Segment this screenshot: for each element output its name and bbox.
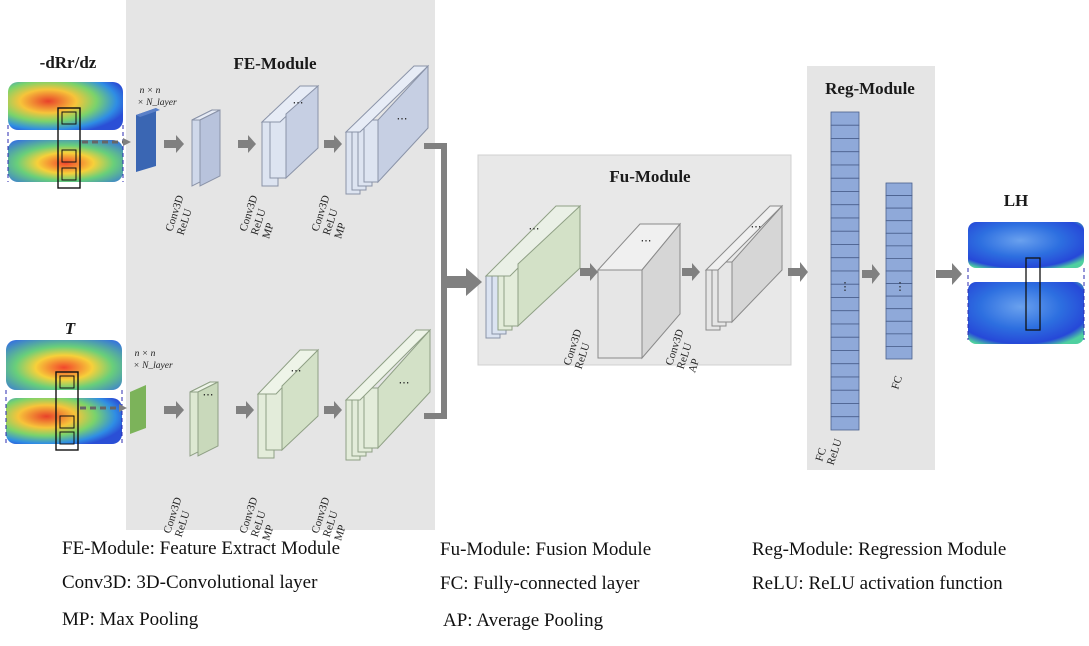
fc-neuron-cell: [885, 220, 913, 234]
svg-text:MP: MP: [260, 524, 276, 543]
svg-text:FC: FC: [813, 446, 829, 463]
svg-text:⋯: ⋯: [293, 97, 304, 109]
reg-fc1-vdots: ⋮: [840, 281, 851, 293]
fc-neuron-cell: [830, 124, 860, 139]
layer-note-bottom-1: n × n: [135, 349, 156, 359]
output-arrow: [936, 263, 962, 285]
fc-neuron-cell: [885, 295, 913, 310]
input-heatmap-t: [5, 340, 123, 451]
output-label-lh: LH: [1004, 191, 1029, 210]
fc-neuron-cell: [830, 217, 860, 232]
legend-fc: FC: Fully-connected layer: [440, 573, 640, 594]
svg-text:⋯: ⋯: [641, 235, 652, 247]
svg-text:⋯: ⋯: [203, 389, 214, 401]
fc-neuron-cell: [885, 258, 913, 272]
legend-mp: MP: Max Pooling: [62, 609, 199, 630]
fc-neuron-cell: [830, 323, 860, 338]
fc-neuron-cell: [830, 111, 860, 126]
svg-text:⋯: ⋯: [399, 377, 410, 389]
fe-feature-map-1-bottom: ⋯: [189, 381, 219, 457]
svg-text:⋯: ⋯: [291, 365, 302, 377]
fc-neuron-cell: [885, 333, 913, 347]
legend-relu: ReLU: ReLU activation function: [752, 573, 1003, 594]
fc-neuron-cell: [830, 336, 860, 351]
fe-arrows: [164, 135, 342, 419]
merge-arrow: [444, 268, 482, 296]
fc-neuron-cell: [830, 297, 860, 312]
reg-module-panel: [807, 66, 935, 470]
fc-neuron-cell: [830, 230, 860, 245]
fc-neuron-cell: [830, 244, 860, 259]
fc-neuron-cell: [830, 416, 860, 431]
fu-module-title: Fu-Module: [609, 167, 691, 186]
legend-fu-module: Fu-Module: Fusion Module: [440, 539, 651, 560]
fc-neuron-cell: [830, 363, 860, 378]
svg-text:MP: MP: [332, 524, 348, 543]
fc-neuron-cell: [830, 138, 860, 153]
input-label-t: T: [65, 319, 76, 338]
fc-neuron-cell: [830, 403, 860, 418]
fc-neuron-cell: [830, 151, 860, 166]
svg-text:MP: MP: [260, 222, 276, 241]
fe-feature-map-2-top: ⋯: [260, 84, 320, 187]
fc-neuron-cell: [885, 232, 913, 247]
fc-neuron-cell: [885, 320, 913, 335]
fc-neuron-cell: [830, 376, 860, 391]
output-heatmap-lh: [967, 222, 1085, 344]
fu-arrows: [580, 262, 808, 282]
reg-module-title: Reg-Module: [825, 79, 915, 98]
svg-text:AP: AP: [686, 357, 702, 374]
fc-neuron-cell: [830, 310, 860, 325]
svg-text:⋯: ⋯: [751, 221, 762, 233]
fe-feature-map-2-bottom: ⋯: [256, 348, 320, 459]
fe-module-title: FE-Module: [233, 54, 317, 73]
layer-note-top-1: n × n: [140, 86, 161, 96]
input-tensor-top: [136, 108, 160, 172]
legend-reg-module: Reg-Module: Regression Module: [752, 539, 1006, 560]
legend-fe-module: FE-Module: Feature Extract Module: [62, 538, 340, 559]
fc-neuron-cell: [830, 191, 860, 206]
legend-ap: AP: Average Pooling: [443, 610, 604, 631]
layer-note-top-2: × N_layer: [137, 98, 177, 108]
label-fe2-bottom: Conv3D ReLU MP: [237, 496, 276, 543]
fe-feature-map-3-top: ⋯: [344, 64, 430, 195]
fu-feature-map-concat: ⋯: [484, 204, 582, 339]
input-tensor-bottom: [130, 385, 146, 434]
reg-fc2-vdots: ⋮: [895, 281, 906, 293]
fc-neuron-cell: [830, 177, 860, 192]
fc-neuron-cell: [885, 346, 913, 360]
fc-neuron-cell: [830, 164, 860, 179]
legend-conv3d: Conv3D: 3D-Convolutional layer: [62, 572, 318, 593]
svg-text:⋯: ⋯: [529, 223, 540, 235]
reg-fc-layer-2: [885, 182, 913, 360]
input-label-drdz: -dRr/dz: [40, 53, 97, 72]
input-heatmap-drdz: [7, 82, 124, 189]
fc-neuron-cell: [885, 308, 913, 322]
fc-neuron-cell: [830, 257, 860, 272]
fc-neuron-cell: [830, 204, 860, 219]
fc-neuron-cell: [885, 207, 913, 222]
fc-neuron-cell: [830, 350, 860, 365]
fc-neuron-cell: [885, 182, 913, 196]
fc-neuron-cell: [885, 195, 913, 209]
fu-feature-map-2: ⋯: [596, 222, 682, 360]
svg-text:FC: FC: [889, 374, 905, 391]
fe-feature-map-1-top: [191, 109, 221, 187]
fc-neuron-cell: [885, 245, 913, 259]
svg-text:⋯: ⋯: [397, 113, 408, 125]
fc-neuron-cell: [830, 389, 860, 404]
fu-feature-map-3: ⋯: [704, 204, 784, 331]
layer-note-bottom-2: × N_layer: [133, 361, 173, 371]
reg-fc-layer-1: [830, 111, 860, 431]
reg-arrow: [862, 264, 880, 284]
fe-feature-map-3-bottom: ⋯: [344, 328, 432, 461]
svg-text:MP: MP: [332, 222, 348, 241]
label-reg2: FC: [889, 374, 905, 391]
